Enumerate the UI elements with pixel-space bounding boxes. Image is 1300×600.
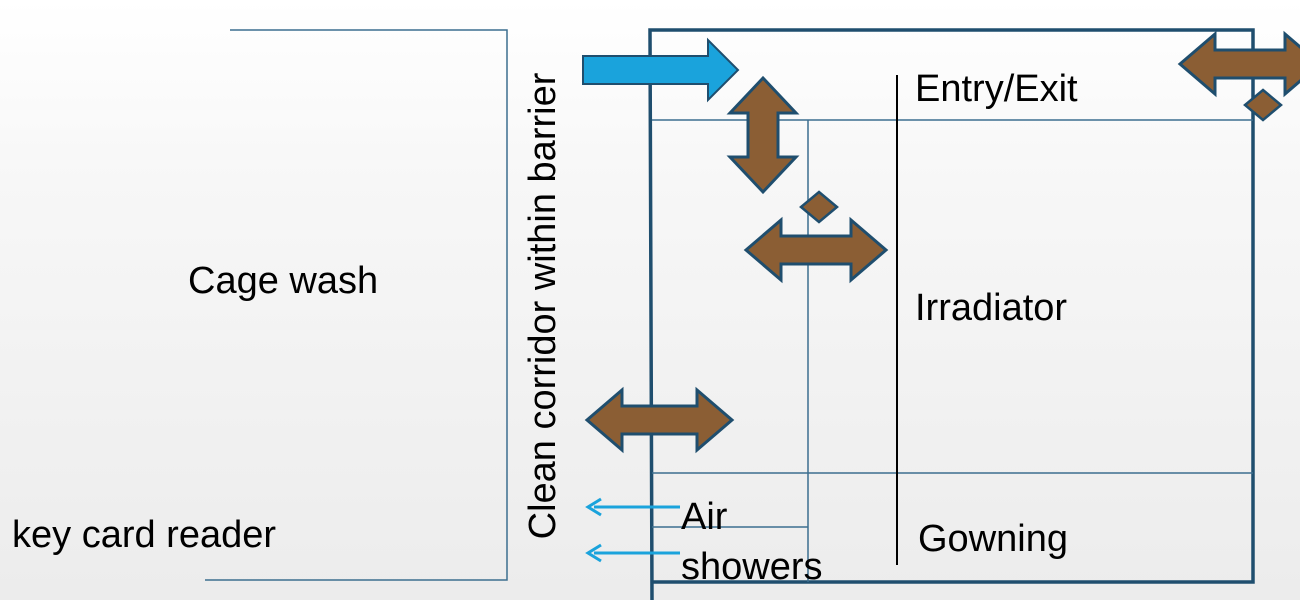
exterior-double-arrow [1177,30,1300,98]
air-showers-label-line-1: Air [681,496,728,538]
key-card-reader-label: key card reader [12,514,277,556]
cage-wash-double-arrow [584,386,735,454]
door-marker-diamond [799,190,839,224]
barrier-outline [648,28,1255,600]
cage-wash-label: Cage wash [188,260,379,302]
cage-wash-room-outline [205,29,508,581]
entry-exit-label: Entry/Exit [915,68,1078,110]
irradiator-label: Irradiator [915,287,1068,329]
gowning-label: Gowning [918,518,1068,560]
irradiator-double-arrow [743,216,889,284]
entry-flow-arrow [582,37,740,103]
vertical-double-arrow [726,75,800,195]
air-shower-arrow-head-1 [585,497,602,517]
clean-corridor-label: Clean corridor within barrier [522,72,564,540]
air-showers-label-line-2: showers [681,546,823,588]
air-shower-arrow-head-2 [585,543,602,563]
exterior-door-diamond [1243,88,1283,122]
